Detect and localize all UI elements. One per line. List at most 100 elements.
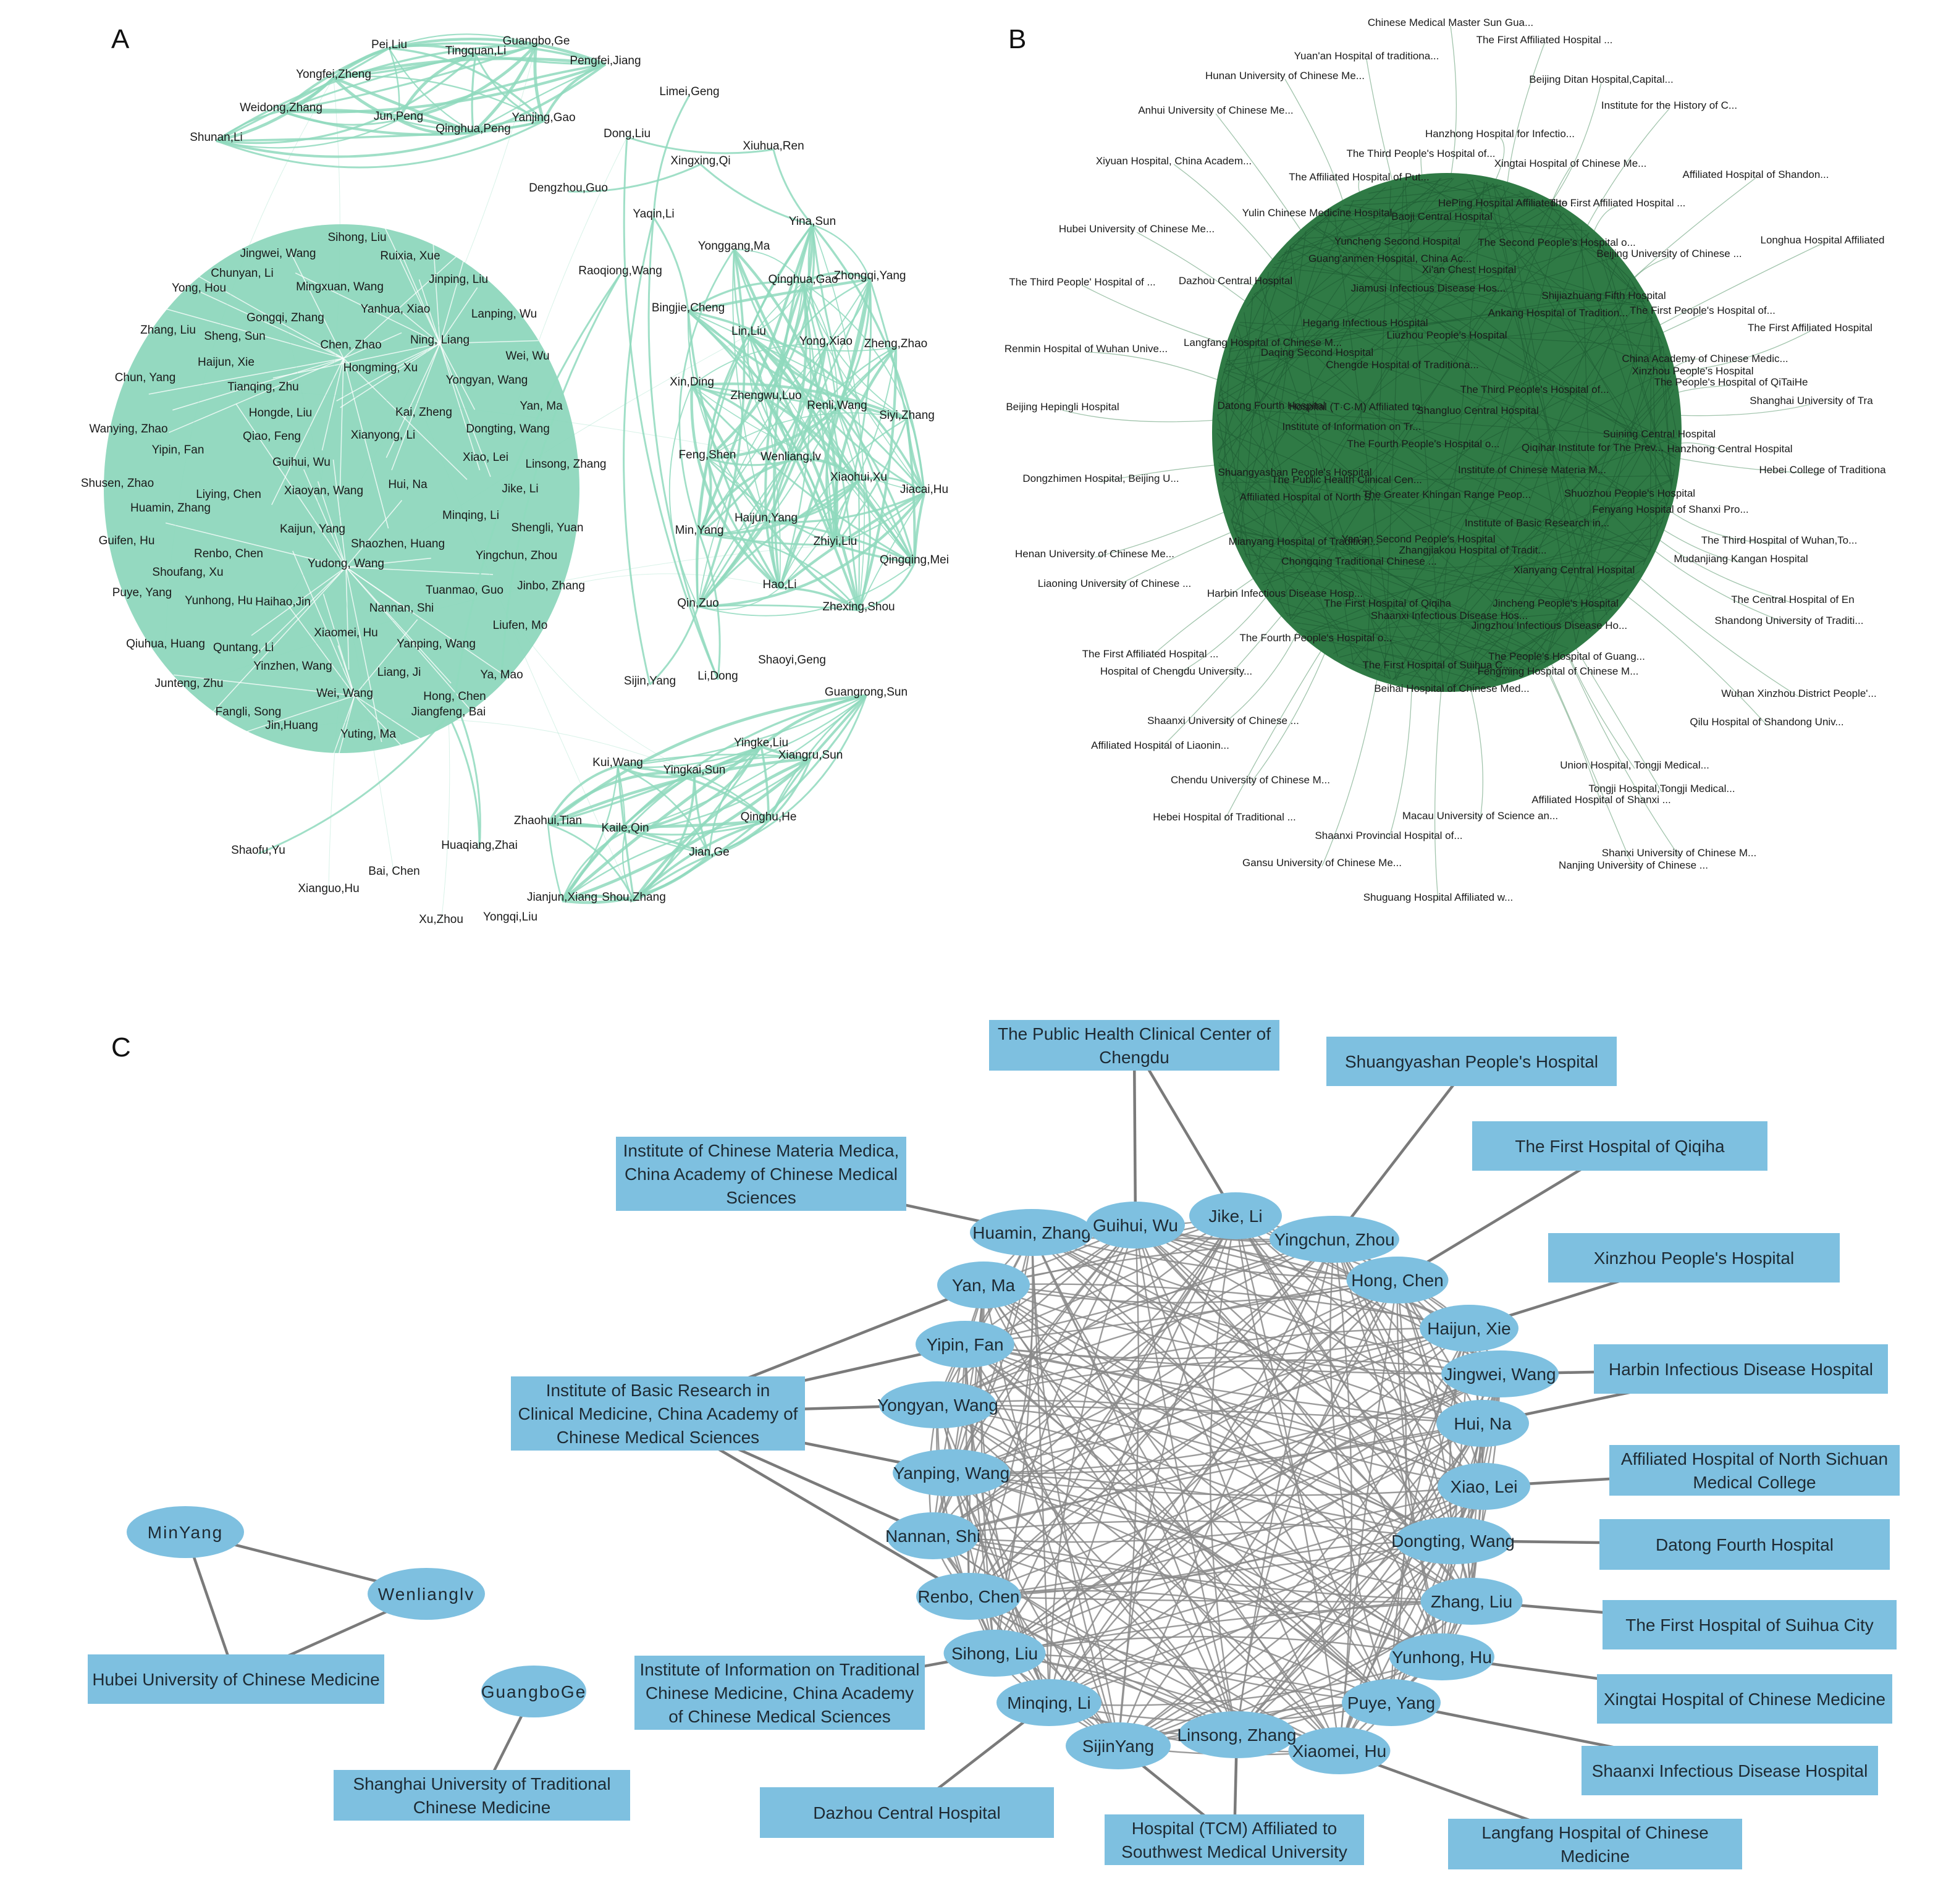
panel-b-outer-edge [1224,640,1328,821]
panel-b-node-the-first-hospital-of-qiqiha: The First Hospital of Qiqiha [1324,597,1452,609]
panel-a-bridge-edge [258,715,450,855]
panel-b-inner-edge [1262,280,1666,512]
panel-b-edges [1062,25,1823,901]
panel-a-hub-streak [321,695,355,820]
panel-b-node-liuzhou-people-s-hospital: Liuzhou People's Hospital [1386,329,1507,341]
panel-a-node-huaqiang-zhai: Huaqiang,Zhai [441,839,518,852]
panel-b-outer-edge [1663,358,1706,374]
institution-box [760,1787,1054,1838]
panel-a-edge [732,249,767,522]
panel-b-inner-edge [1256,231,1307,576]
panel-a-node-ning-liang: Ning, Liang [410,334,470,347]
panel-a-node-yipin-fan: Yipin, Fan [152,444,204,457]
panel-a-edge [398,119,544,131]
panel-c-coauthor-edge [950,1224,1136,1473]
panel-b-node-liaoning-university-of-chinese: Liaoning University of Chinese ... [1038,578,1192,589]
author-label: Puye, Yang [1347,1693,1435,1712]
panel-c-coauthor-edge [964,1344,1119,1746]
panel-a-node-bai-chen: Bai, Chen [368,865,419,878]
panel-b-inner-edge [1221,482,1551,660]
panel-a-edge [389,42,606,65]
panel-b-node-gansu-university-of-chinese-me: Gansu University of Chinese Me... [1242,857,1402,869]
panel-a-node-nannan-shi: Nannan, Shi [369,602,434,615]
panel-a-edge [280,43,537,112]
institution-label: Xinzhou People's Hospital [1594,1249,1794,1268]
author-ellipse [481,1666,586,1717]
panel-b-node-the-public-health-clinical-cen: The Public Health Clinical Cen... [1271,474,1422,486]
panel-c-institution-institute-of-chinese-materia-medica: Institute of Chinese Materia Medica,Chin… [616,1137,906,1211]
author-ellipse [1438,1463,1530,1510]
panel-b-node-anhui-university-of-chinese-me: Anhui University of Chinese Me... [1138,104,1293,116]
author-label: Xiao, Lei [1451,1477,1518,1496]
panel-b-node-suining-central-hospital: Suining Central Hospital [1603,428,1716,440]
panel-b-outer-edge [1215,113,1308,240]
panel-b-node-the-third-people-hospital-of: The Third People' Hospital of ... [1009,276,1155,288]
author-label: Hui, Na [1454,1414,1512,1433]
panel-a-hub-streak [164,256,344,359]
panel-a-node-tianqing-zhu: Tianqing, Zhu [227,381,298,394]
panel-a-edge [216,77,335,143]
panel-a-node-tuanmao-guo: Tuanmao, Guo [426,584,503,597]
panel-b-node-jiamusi-infectious-disease-hos: Jiamusi Infectious Disease Hos... [1351,282,1506,294]
panel-b-outer-edge [1564,642,1635,769]
panel-a-bridge-edge [626,136,774,154]
panel-c-coauthor-edge [968,1590,1443,1658]
panel-c-coauthor-edge [932,1535,1443,1658]
panel-a-hub-streak [345,500,403,568]
panel-a-edge [398,63,606,121]
panel-a-node-yinzhen-wang: Yinzhen, Wang [253,660,332,673]
panel-c-institution-datong-fourth-hospital: Datong Fourth Hospital [1599,1519,1890,1570]
panel-a-bridge-edge [649,606,699,686]
panel-a-node-min-yang: Min,Yang [675,524,724,537]
panel-a-node-yong-hou: Yong, Hou [172,282,226,295]
institution-box [511,1376,805,1451]
panel-a-faint-edge [440,715,450,924]
panel-b-inner-edge [1311,226,1676,459]
panel-b-node-shuozhou-people-s-hospital: Shuozhou People's Hospital [1564,487,1695,499]
panel-b-inner-edge [1253,293,1593,631]
panel-b-outer-edge [1100,463,1226,482]
author-ellipse [1436,1400,1529,1447]
panel-b-node-jingzhou-infectious-disease-ho: Jingzhou Infectious Disease Ho... [1472,620,1627,631]
panel-c-coauthor-edge [1030,1232,1238,1735]
panel-b-node-baoji-central-hospital: Baoji Central Hospital [1391,211,1492,222]
panel-b-outer-edge [1547,652,1559,675]
panel-a-hub-streak [439,141,498,344]
author-ellipse [1342,1679,1441,1726]
panel-b-node-jincheng-people-s-hospital: Jincheng People's Hospital [1493,597,1619,609]
panel-c-coauthor-edge [951,1472,1454,1542]
panel-a-bridge-edge [623,217,655,685]
panel-b-node-ankang-hospital-of-tradition: Ankang Hospital of Tradition... [1488,307,1628,319]
panel-a-faint-edge [285,321,395,875]
panel-c-author-haijun-xie: Haijun, Xie [1420,1305,1518,1352]
panel-c-coauthor-edge [964,1343,1485,1488]
panel-c-author-xiao-lei: Xiao, Lei [1438,1463,1530,1510]
panel-b-inner-edge [1221,475,1674,483]
panel-b-outer-edges [1062,25,1823,901]
panel-a-node-yingke-liu: Yingke,Liu [734,736,788,749]
institution-box [1609,1445,1900,1496]
author-label: Jike, Li [1208,1207,1262,1226]
panel-a-edge [779,480,859,589]
panel-b-inner-edge [1316,201,1545,224]
panel-b-node-qiqihar-institute-for-the-prev: Qiqihar Institute for The Prev... [1522,442,1664,453]
panel-c-coauthor-edge [994,1328,1470,1654]
panel-b-inner-edge [1239,272,1269,544]
panel-c-small-author-minyang: MinYang [127,1506,244,1558]
panel-c-author-jike-li: Jike, Li [1189,1192,1282,1239]
panel-b-inner-edge [1311,637,1506,679]
author-label: Minqing, Li [1007,1693,1090,1712]
panel-b-outer-edge [1388,676,1413,840]
panel-c-author-yan-ma: Yan, Ma [937,1262,1030,1308]
panel-c-coauthor-edge [983,1284,1392,1703]
author-ellipse [368,1568,485,1620]
panel-b-outer-edge [1250,642,1330,784]
panel-b-node-hubei-university-of-chinese-me: Hubei University of Chinese Me... [1059,223,1215,235]
institution-label: Southwest Medical University [1121,1842,1347,1861]
panel-b-outer-edge [1176,587,1274,675]
panel-b-outer-edge [1540,656,1602,804]
panel-b-node-nanjing-university-of-chinese: Nanjing University of Chinese ... [1559,859,1708,871]
panel-a-edge [697,604,859,612]
panel-b-inner-edges [1216,177,1677,688]
panel-b-node-the-first-affiliated-hospital: The First Affiliated Hospital ... [1476,34,1613,46]
